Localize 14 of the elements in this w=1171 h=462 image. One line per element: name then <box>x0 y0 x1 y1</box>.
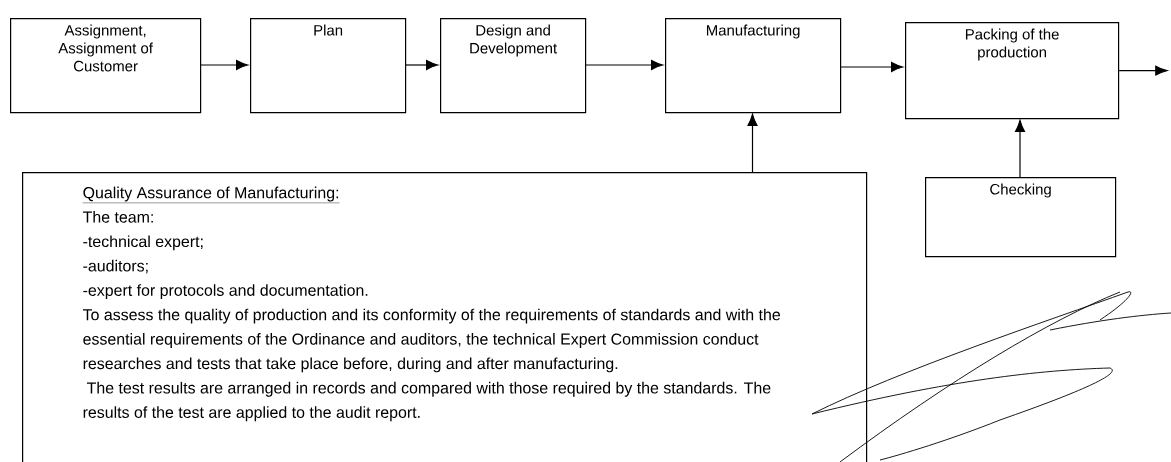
arrow <box>1014 119 1026 178</box>
arrow <box>839 61 904 73</box>
process-box: Manufacturing <box>665 18 842 114</box>
process-box: Checking <box>925 177 1117 258</box>
arrow <box>404 59 439 71</box>
text-box: Quality Assurance of Manufacturing: The team: -technical expert; -auditors; -expert for protocols and documentation. To assess the quality of production and its conformity of the requirements of standards and with the essential requirements of the Ordinance and auditors, the technical Expert Commission conduct researches and tests that take place before, during and after manufacturing. The test results are arranged in records and compared with those required by the standards. The results of the test are applied to the audit report. <box>22 172 868 462</box>
process-box: Design and Development <box>440 18 587 114</box>
process-box: Packing of the production <box>905 22 1120 120</box>
arrow <box>747 113 758 173</box>
arrow <box>199 59 249 71</box>
process-box: Plan <box>250 18 407 114</box>
arrow <box>1118 65 1168 76</box>
arrow <box>584 59 664 71</box>
process-box: Assignment, Assignment of Customer <box>10 18 202 114</box>
